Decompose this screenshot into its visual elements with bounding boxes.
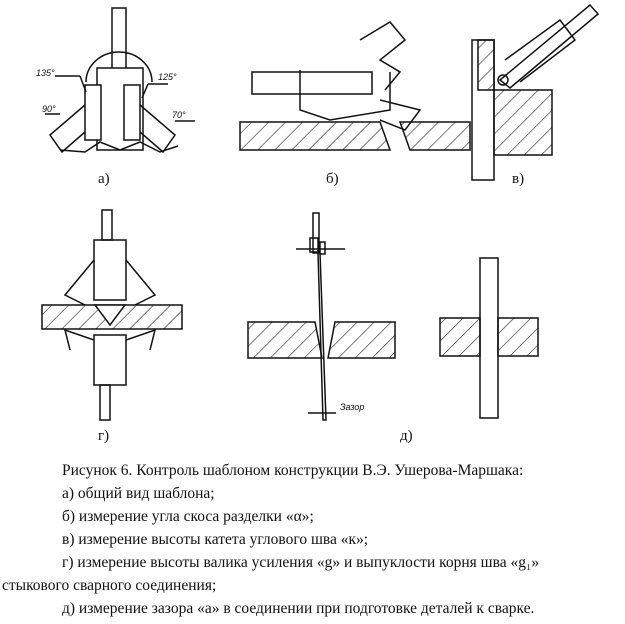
angle-label-70: 70°: [172, 110, 186, 120]
caption-item-d: д) измерение зазора «а» в соединении при…: [62, 600, 535, 617]
caption-item-g-cont: стыкового сварного соединения;: [2, 577, 217, 594]
template-general-view: [45, 7, 195, 154]
bevel-angle-measurement: [239, 21, 471, 151]
panel-label-v: в): [512, 171, 525, 187]
angle-label-125: 125°: [158, 72, 177, 82]
panel-label-a: а): [98, 171, 110, 187]
caption-title: Рисунок 6. Контроль шаблоном конструкции…: [62, 462, 524, 479]
fillet-leg-measurement: [471, 3, 600, 181]
caption-item-v: в) измерение высоты катета углового шва …: [62, 531, 369, 548]
caption-item-g: г) измерение высоты валика усиления «g» …: [62, 554, 540, 571]
gap-measurement: [247, 212, 539, 421]
angle-label-90: 90°: [42, 104, 56, 114]
panel-label-d: д): [400, 428, 413, 444]
panel-label-b: б): [326, 171, 339, 187]
gap-label: Зазор: [340, 402, 364, 412]
figure-drawings: 135° 125° 90° 70° Зазор: [36, 3, 600, 421]
caption-item-b: б) измерение угла скоса разделки «α»;: [62, 508, 314, 525]
panel-label-g: г): [98, 428, 110, 444]
reinforcement-measurement: [41, 209, 183, 421]
caption-item-a: а) общий вид шаблона;: [62, 485, 215, 502]
angle-label-135: 135°: [36, 68, 55, 78]
